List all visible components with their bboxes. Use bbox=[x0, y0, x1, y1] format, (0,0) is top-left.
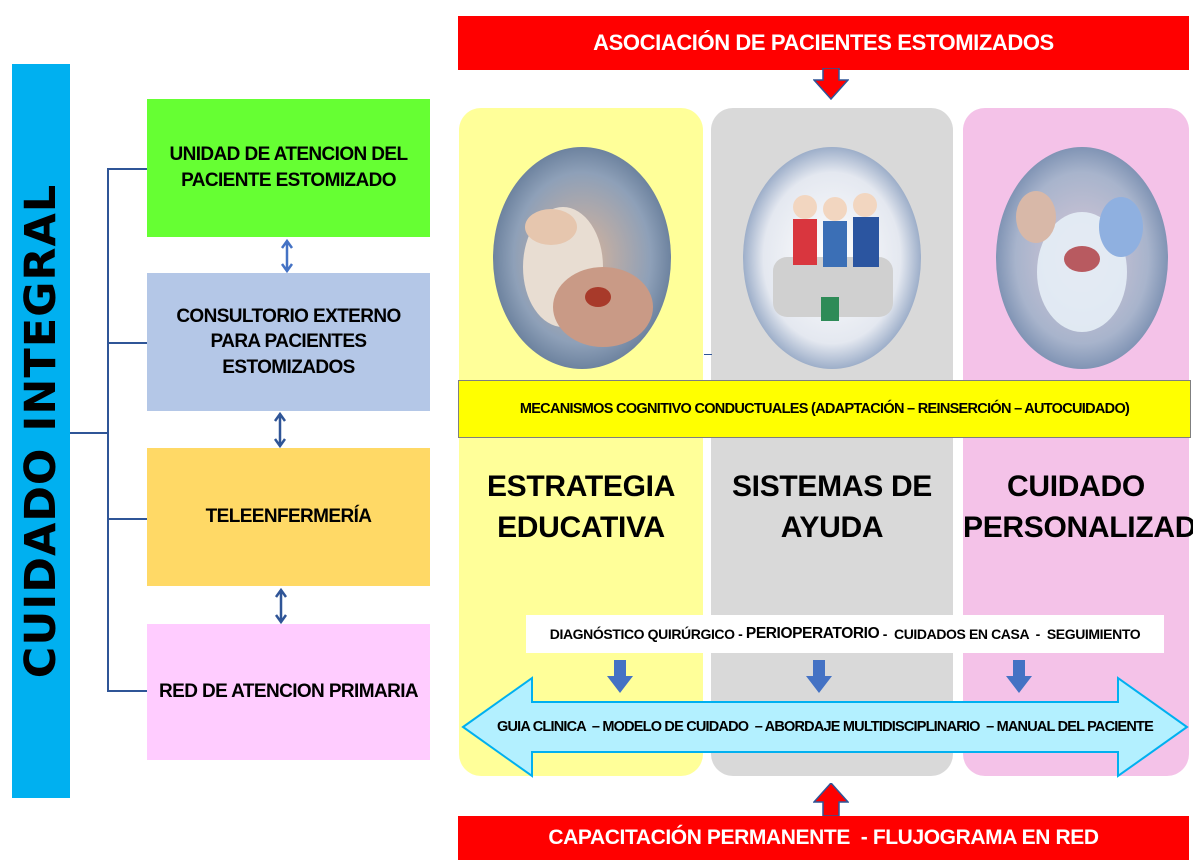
bracket-stem bbox=[70, 432, 108, 434]
unit-box-teleenfermeria: TELEENFERMERÍA bbox=[147, 448, 430, 586]
main-title-bar bbox=[12, 64, 70, 798]
heading-line: ESTRATEGIA bbox=[486, 470, 676, 503]
heading-sistemas: SISTEMAS DE AYUDA bbox=[711, 467, 953, 548]
heading-line: PERSONALIZADO bbox=[963, 510, 1193, 544]
unit-box-consultorio: CONSULTORIO EXTERNO PARA PACIENTES ESTOM… bbox=[147, 273, 430, 411]
down-arrow-estrategia bbox=[607, 660, 633, 693]
heading-line: EDUCATIVA bbox=[497, 510, 665, 544]
unit-box-red-primaria: RED DE ATENCION PRIMARIA bbox=[147, 624, 430, 760]
stage-perioperatorio: PERIOPERATORIO bbox=[745, 625, 880, 642]
stage-rest: - CUIDADOS EN CASA - SEGUIMIENTO bbox=[882, 626, 1141, 642]
bracket-branch-4 bbox=[107, 690, 147, 692]
bottom-banner: CAPACITACIÓN PERMANENTE - FLUJOGRAMA EN … bbox=[458, 816, 1189, 860]
unit-label: TELEENFERMERÍA bbox=[205, 506, 372, 528]
double-arrow-1 bbox=[280, 239, 294, 273]
bracket-branch-2 bbox=[107, 342, 147, 344]
heading-line: AYUDA bbox=[780, 510, 884, 544]
heading-line: CUIDADO bbox=[1007, 470, 1145, 503]
main-title: CUIDADO INTEGRAL bbox=[16, 183, 67, 679]
heading-cuidado: CUIDADO PERSONALIZADO bbox=[963, 467, 1193, 548]
top-banner: ASOCIACIÓN DE PACIENTES ESTOMIZADOS bbox=[458, 16, 1189, 70]
stages-strip: DIAGNÓSTICO QUIRÚRGICO - PERIOPERATORIO … bbox=[526, 615, 1164, 653]
stage-diagnostico: DIAGNÓSTICO QUIRÚRGICO - bbox=[549, 626, 743, 642]
bracket-spine bbox=[107, 168, 109, 692]
bracket-branch-3 bbox=[107, 518, 147, 520]
unit-label: CONSULTORIO EXTERNO PARA PACIENTES ESTOM… bbox=[176, 305, 401, 378]
bracket-branch-1 bbox=[107, 168, 147, 170]
double-arrow-2 bbox=[273, 412, 287, 448]
double-arrow-3 bbox=[274, 588, 288, 624]
down-arrow-sistemas bbox=[806, 660, 832, 693]
heading-estrategia: ESTRATEGIA EDUCATIVA bbox=[459, 467, 703, 548]
up-arrow-bottom bbox=[813, 783, 849, 817]
connector-dash bbox=[704, 354, 712, 355]
down-arrow-top bbox=[813, 68, 849, 100]
unit-box-atencion: UNIDAD DE ATENCION DEL PACIENTE ESTOMIZA… bbox=[147, 99, 430, 237]
resources-double-arrow bbox=[461, 676, 1189, 778]
patient-education-image bbox=[493, 147, 671, 369]
down-arrow-cuidado bbox=[1006, 660, 1032, 693]
stoma-care-image bbox=[996, 147, 1168, 369]
family-support-image bbox=[743, 147, 921, 369]
unit-label: RED DE ATENCION PRIMARIA bbox=[159, 681, 419, 703]
heading-line: SISTEMAS DE bbox=[731, 470, 933, 503]
unit-label: UNIDAD DE ATENCION DEL PACIENTE ESTOMIZA… bbox=[169, 144, 408, 191]
resources-text: GUIA CLINICA – MODELO DE CUIDADO – ABORD… bbox=[497, 719, 1154, 735]
mechanisms-band: MECANISMOS COGNITIVO CONDUCTUALES (ADAPT… bbox=[458, 380, 1191, 438]
